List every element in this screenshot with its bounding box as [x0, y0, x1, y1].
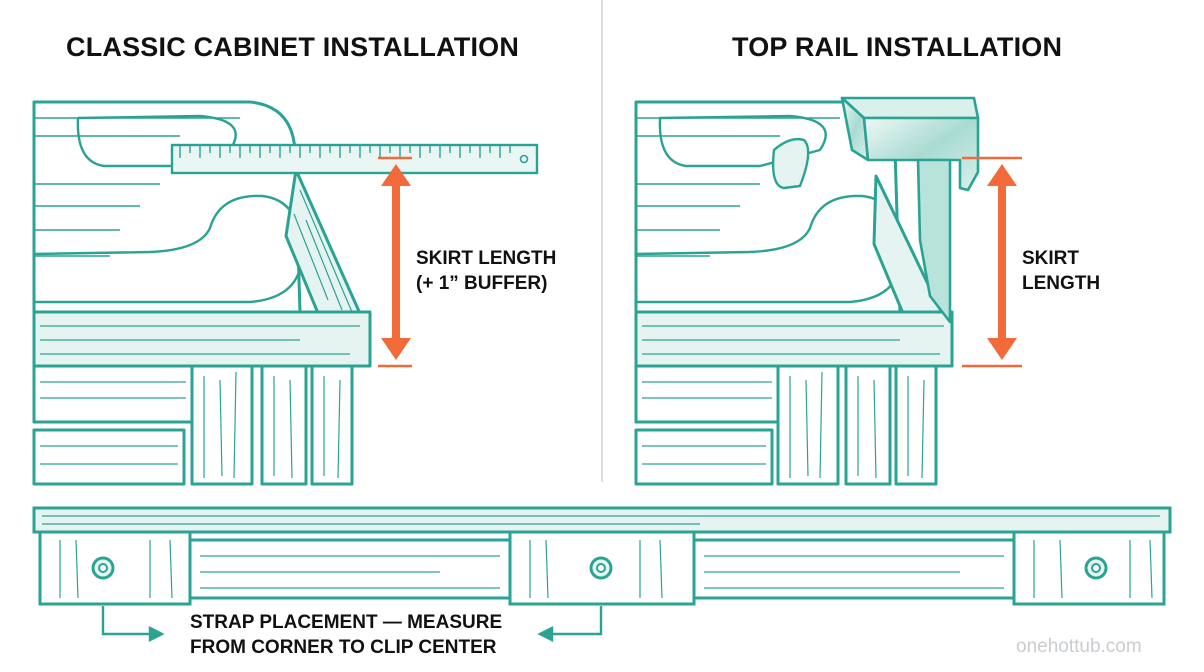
top-rail-icon: [840, 96, 980, 324]
post-grain-right: [789, 371, 925, 479]
side-board-grain-right: [642, 381, 772, 465]
deck-board-grain: [40, 325, 360, 355]
right-label-line2: LENGTH: [1022, 273, 1101, 294]
side-board-1: [32, 364, 194, 424]
left-panel-title: CLASSIC CABINET INSTALLATION: [66, 32, 520, 62]
cabinet-post-2: [260, 364, 308, 486]
right-label-line1: SKIRT: [1022, 248, 1079, 269]
cabinet-post-right-1: [776, 364, 840, 486]
strap-placement-strip: [32, 506, 1172, 606]
tub-shell: [32, 100, 302, 314]
deck-board-grain-right: [642, 325, 944, 355]
cabinet-post-3: [310, 364, 354, 486]
left-label-line2: (+ 1” BUFFER): [416, 273, 548, 294]
classic-cabinet-panel: [32, 100, 372, 486]
left-skirt-length-label: SKIRT LENGTH (+ 1” BUFFER): [416, 246, 556, 296]
tub-clip: [771, 137, 810, 190]
side-board-2: [32, 428, 186, 486]
strap-label-line1: STRAP PLACEMENT — MEASURE: [190, 612, 503, 633]
skirt-panel-2: [188, 538, 512, 600]
tub-lip-curve: [33, 194, 304, 304]
cabinet-post-right-2: [844, 364, 892, 486]
top-board-grain: [42, 515, 1160, 525]
cabinet-post-1: [190, 364, 254, 486]
cabinet-wall-grain: [293, 189, 353, 313]
strap-label-line2: FROM CORNER TO CLIP CENTER: [190, 637, 497, 658]
side-board-right-2: [634, 428, 774, 486]
side-board-grain: [40, 381, 186, 465]
strap-clip-icon: [91, 556, 115, 580]
measurement-arrow-icon: [962, 156, 1022, 368]
skirt-grain: [59, 539, 1153, 599]
left-label-line1: SKIRT LENGTH: [416, 248, 557, 269]
cabinet-post-right-3: [894, 364, 938, 486]
measuring-ruler-icon: [170, 143, 539, 175]
deck-board: [32, 310, 372, 368]
strap-clip-icon: [589, 556, 613, 580]
measurement-arrow-icon: [378, 156, 412, 368]
top-board: [32, 506, 1172, 534]
strap-measure-bracket: [101, 606, 603, 642]
strap-placement-label: STRAP PLACEMENT — MEASURE FROM CORNER TO…: [190, 610, 502, 660]
strap-clip-icon: [1084, 556, 1108, 580]
right-panel-title: TOP RAIL INSTALLATION: [732, 32, 1063, 62]
side-board-right-1: [634, 364, 780, 424]
deck-board-right: [634, 310, 954, 368]
watermark: onehottub.com: [1016, 636, 1142, 657]
skirt-panel-1: [38, 530, 192, 606]
right-skirt-length-label: SKIRT LENGTH: [1022, 246, 1100, 296]
post-grain: [203, 371, 341, 479]
skirt-panel-4: [692, 538, 1016, 600]
